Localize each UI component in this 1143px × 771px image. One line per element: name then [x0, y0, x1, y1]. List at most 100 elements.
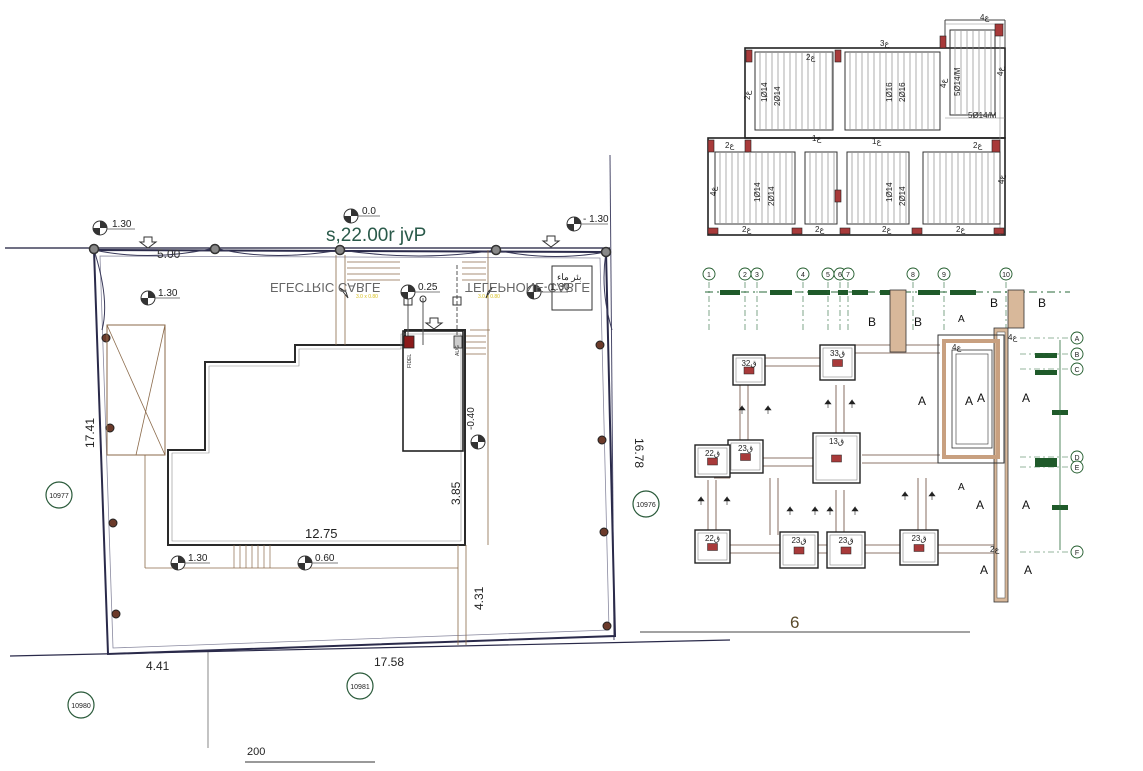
grid-col-marker: 4: [796, 267, 810, 281]
grid-col-marker: 8: [906, 267, 920, 281]
grid-col-marker: 5: [821, 267, 835, 281]
rebar-7: 1Ø14: [753, 182, 762, 202]
slab-panels: [714, 29, 1001, 225]
grid-row-marker: A: [1070, 331, 1084, 345]
footing: 2ق3: [779, 531, 819, 569]
slab-label-6: 4ع: [996, 67, 1005, 76]
grid-col-lines: [708, 282, 1007, 330]
footing: 2ق3: [899, 529, 939, 566]
footing-label: 2ق2: [705, 449, 720, 458]
rebar-3: 1Ø16: [885, 82, 894, 102]
parcel-10981: 10981: [350, 684, 370, 691]
tag-left: FIDEL: [407, 354, 413, 368]
footing-label: 2ق3: [738, 444, 753, 453]
slab-plan: [707, 19, 1006, 236]
section-mark-8: A: [1022, 391, 1030, 405]
grid-col-label: 2: [743, 272, 747, 279]
grid-col-label: 3: [755, 272, 759, 279]
slab-label-9: 1ع: [872, 137, 881, 146]
grid-col-marker: 9: [937, 267, 951, 281]
slab-label-11: 4ع: [709, 187, 718, 196]
perimeter-lights: [101, 333, 612, 631]
slab-label-1: 2ع: [806, 53, 815, 62]
slab-label-10: 2ع: [973, 141, 982, 150]
slab-label-12: 4ع: [997, 175, 1006, 184]
slab-panel: [714, 151, 796, 225]
grid-col-label: 8: [911, 272, 915, 279]
level-bottom-stair: 0.60: [315, 553, 335, 564]
rebar-10: 2Ø14: [898, 186, 907, 206]
section-mark-4: B: [1038, 296, 1046, 310]
footing: 3ق3: [819, 344, 856, 381]
dim-top: 5.00: [157, 247, 181, 261]
slab-label-8: 1ع: [812, 134, 821, 143]
slab-label-4: 2ع: [743, 91, 752, 100]
parcel-10980: 10980: [71, 703, 91, 710]
grid-row-lines: [1020, 337, 1070, 553]
cable-left-label: ELECTRIC CABLE: [270, 280, 381, 295]
grid-col-marker: 2: [738, 267, 752, 281]
footing: 2ق3: [826, 531, 866, 569]
slab-panel: [846, 151, 910, 225]
rebar-8: 2Ø14: [767, 186, 776, 206]
slab-panel: [804, 151, 838, 225]
grid-col-label: 9: [942, 272, 946, 279]
grid-col-label: 6: [838, 272, 842, 279]
sheet-number: 6: [790, 613, 799, 632]
footings: 3ق2 3ق3 2ق3 1ق3 2ق2 2ق2 2ق3 2ق3 2ق3: [694, 344, 939, 569]
tag-right: AUG: [455, 345, 461, 356]
section-mark-12: A: [1022, 498, 1030, 512]
slab-label-15: 2ع: [882, 225, 891, 234]
section-mark-7: A: [977, 391, 985, 405]
footing-label: 3ق3: [830, 349, 845, 358]
footing-small-3: 2ع: [990, 545, 999, 554]
grid-col-label: 5: [826, 272, 830, 279]
foundation-plan: 3ق2 3ق3 2ق3 1ق3 2ق2 2ق2 2ق3 2ق3 2ق3: [694, 282, 1070, 603]
grid-row-label: A: [1075, 336, 1080, 343]
parcel-10977: 10977: [49, 493, 69, 500]
rebar-2: 2Ø14: [773, 86, 782, 106]
grid-row-label: D: [1074, 455, 1079, 462]
site-texts: 5.00 17.41 16.78 17.58 4.41 12.75 3.85 4…: [49, 206, 656, 758]
grid-row-marker: B: [1070, 347, 1084, 361]
slab-label-14: 2ع: [815, 225, 824, 234]
slab-label-13: 2ع: [742, 225, 751, 234]
slab-label-16: 2ع: [956, 225, 965, 234]
section-mark-9: A: [958, 314, 965, 325]
footing-label: 1ق3: [829, 437, 844, 446]
level-marker-icons: [92, 208, 582, 571]
section-mark-11: A: [976, 498, 984, 512]
grid-col-marker: 1: [702, 267, 716, 281]
slab-texts: 2ع 3ع 4ع 2ع 4ع 4ع 2ع 1ع 1ع 2ع 4ع 4ع 2ع 2…: [709, 13, 1006, 234]
dim-building-width: 12.75: [305, 526, 338, 541]
grid-row-label: B: [1075, 352, 1080, 359]
footing-label: 2ق3: [838, 536, 853, 545]
footing-label: 3ق2: [741, 359, 756, 368]
footing-label: 2ق3: [791, 536, 806, 545]
dim-side-gap: 4.31: [472, 586, 486, 610]
footing-label: 2ق3: [911, 534, 926, 543]
footing: 2ق3: [727, 439, 764, 474]
section-mark-10: A: [958, 482, 965, 493]
slab-label-7: 2ع: [725, 141, 734, 150]
level-ne: - 1.30: [583, 214, 609, 225]
dim-bottom-left: 4.41: [146, 659, 170, 673]
grid-col-label: 4: [801, 272, 805, 279]
rebar-9: 1Ø14: [885, 182, 894, 202]
level-right: - 1.30: [544, 282, 570, 293]
water-tank-label: بئر ماء: [557, 272, 581, 283]
rebar-5: 5Ø14/M: [953, 67, 962, 96]
grid-row-label: F: [1075, 550, 1079, 557]
footing: 2ق2: [694, 444, 731, 478]
section-mark-2: B: [914, 315, 922, 329]
grid-col-marker: 10: [999, 267, 1013, 281]
slab-panel: [949, 29, 996, 116]
yellow-note-left: 3.0 x 0.80: [356, 294, 378, 300]
arrow-icons: [138, 235, 561, 330]
footing-label: 2ق2: [705, 534, 720, 543]
slab-panel: [922, 151, 1001, 225]
yellow-note-right: 3.0 x 0.80: [478, 294, 500, 300]
dim-stair-depth: 3.85: [449, 481, 463, 505]
street-poles: [88, 243, 612, 258]
